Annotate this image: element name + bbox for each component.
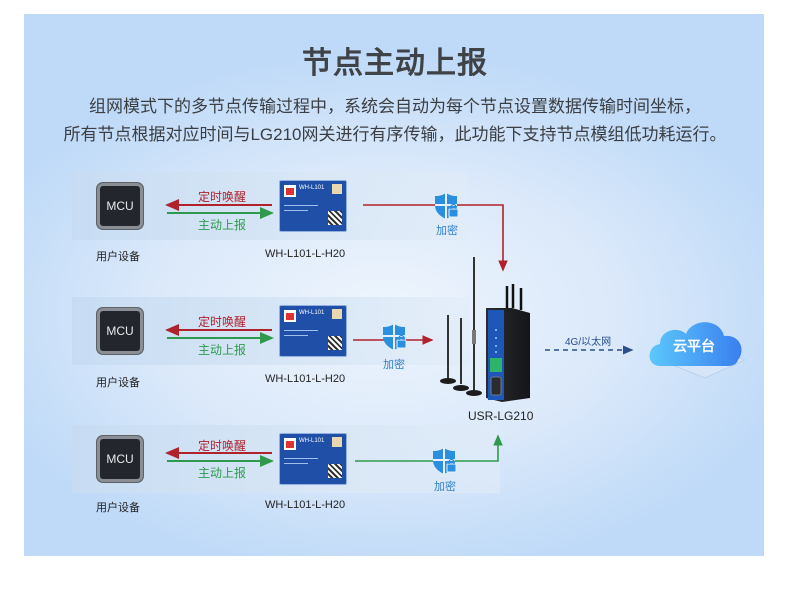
encrypt-label-1: 加密: [436, 225, 458, 237]
module-text-line: [284, 330, 318, 331]
module-text-line: [284, 335, 308, 336]
serial-port-icon: [490, 376, 502, 396]
encrypt-label-3: 加密: [434, 481, 456, 493]
module-text-line: [284, 205, 318, 206]
module-label-3: WH-L101-L-H20: [265, 499, 346, 511]
qr-code-icon: [328, 464, 342, 478]
cloud-platform-label: 云平台: [673, 338, 715, 354]
module-text-line: [284, 458, 318, 459]
module-label-2: WH-L101-L-H20: [265, 373, 346, 385]
lora-module-2: WH-L101: [279, 305, 347, 357]
antenna-spring-icon: [472, 330, 476, 344]
antenna-base-icon: [466, 390, 482, 396]
module-logo-icon: [284, 438, 296, 450]
module-name: WH-L101: [299, 185, 325, 191]
gateway-device: [486, 284, 530, 402]
encrypt-label-2: 加密: [383, 359, 405, 371]
lora-module-1: WH-L101: [279, 180, 347, 232]
wake-label-3: 定时唤醒: [198, 439, 247, 453]
row-1-arrows: [165, 199, 274, 219]
user-device-label-2: 用户设备: [96, 377, 140, 389]
wake-label-2: 定时唤醒: [198, 315, 247, 329]
description-line-1: 组网模式下的多节点传输过程中，系统会自动为每个节点设置数据传输时间坐标，: [89, 97, 701, 116]
cloud-platform-icon: [649, 322, 747, 379]
terminal-block-icon: [490, 358, 502, 372]
lora-module-3: WH-L101: [279, 433, 347, 485]
module-logo-icon: [284, 185, 296, 197]
description-line-2: 所有节点根据对应时间与LG210网关进行有序传输，此功能下支持节点模组低功耗运行…: [63, 125, 727, 144]
qr-code-icon: [328, 211, 342, 225]
gateway-label: USR-LG210: [468, 409, 534, 423]
shield-lock-icon-2: [383, 324, 407, 350]
network-link-label: 4G/以太网: [565, 337, 612, 348]
antenna-base-icon: [453, 385, 469, 391]
antenna-connector-icon: [332, 437, 342, 447]
antenna-connector-icon: [332, 309, 342, 319]
shield-lock-icon-3: [433, 448, 457, 474]
report-label-3: 主动上报: [198, 466, 247, 480]
page-title: 节点主动上报: [302, 47, 488, 80]
module-name: WH-L101: [299, 310, 325, 316]
shield-lock-icon-1: [435, 193, 459, 219]
antennas: [440, 257, 482, 396]
uplink-arrow-3: [355, 434, 503, 462]
cloud-shape: [649, 322, 742, 366]
uplink-arrow-1: [363, 204, 508, 272]
module-logo-icon: [284, 310, 296, 322]
user-device-label-1: 用户设备: [96, 251, 140, 263]
user-device-label-3: 用户设备: [96, 502, 140, 514]
row-3-arrows: [165, 447, 274, 467]
report-label-2: 主动上报: [198, 343, 247, 357]
module-text-line: [284, 210, 308, 211]
module-name: WH-L101: [299, 438, 325, 444]
module-text-line: [284, 463, 308, 464]
qr-code-icon: [328, 336, 342, 350]
antenna-connector-icon: [332, 184, 342, 194]
antenna-base-icon: [440, 378, 456, 384]
row-2-arrows: [165, 324, 274, 344]
module-label-1: WH-L101-L-H20: [265, 248, 346, 260]
report-label-1: 主动上报: [198, 218, 247, 232]
wake-label-1: 定时唤醒: [198, 190, 247, 204]
